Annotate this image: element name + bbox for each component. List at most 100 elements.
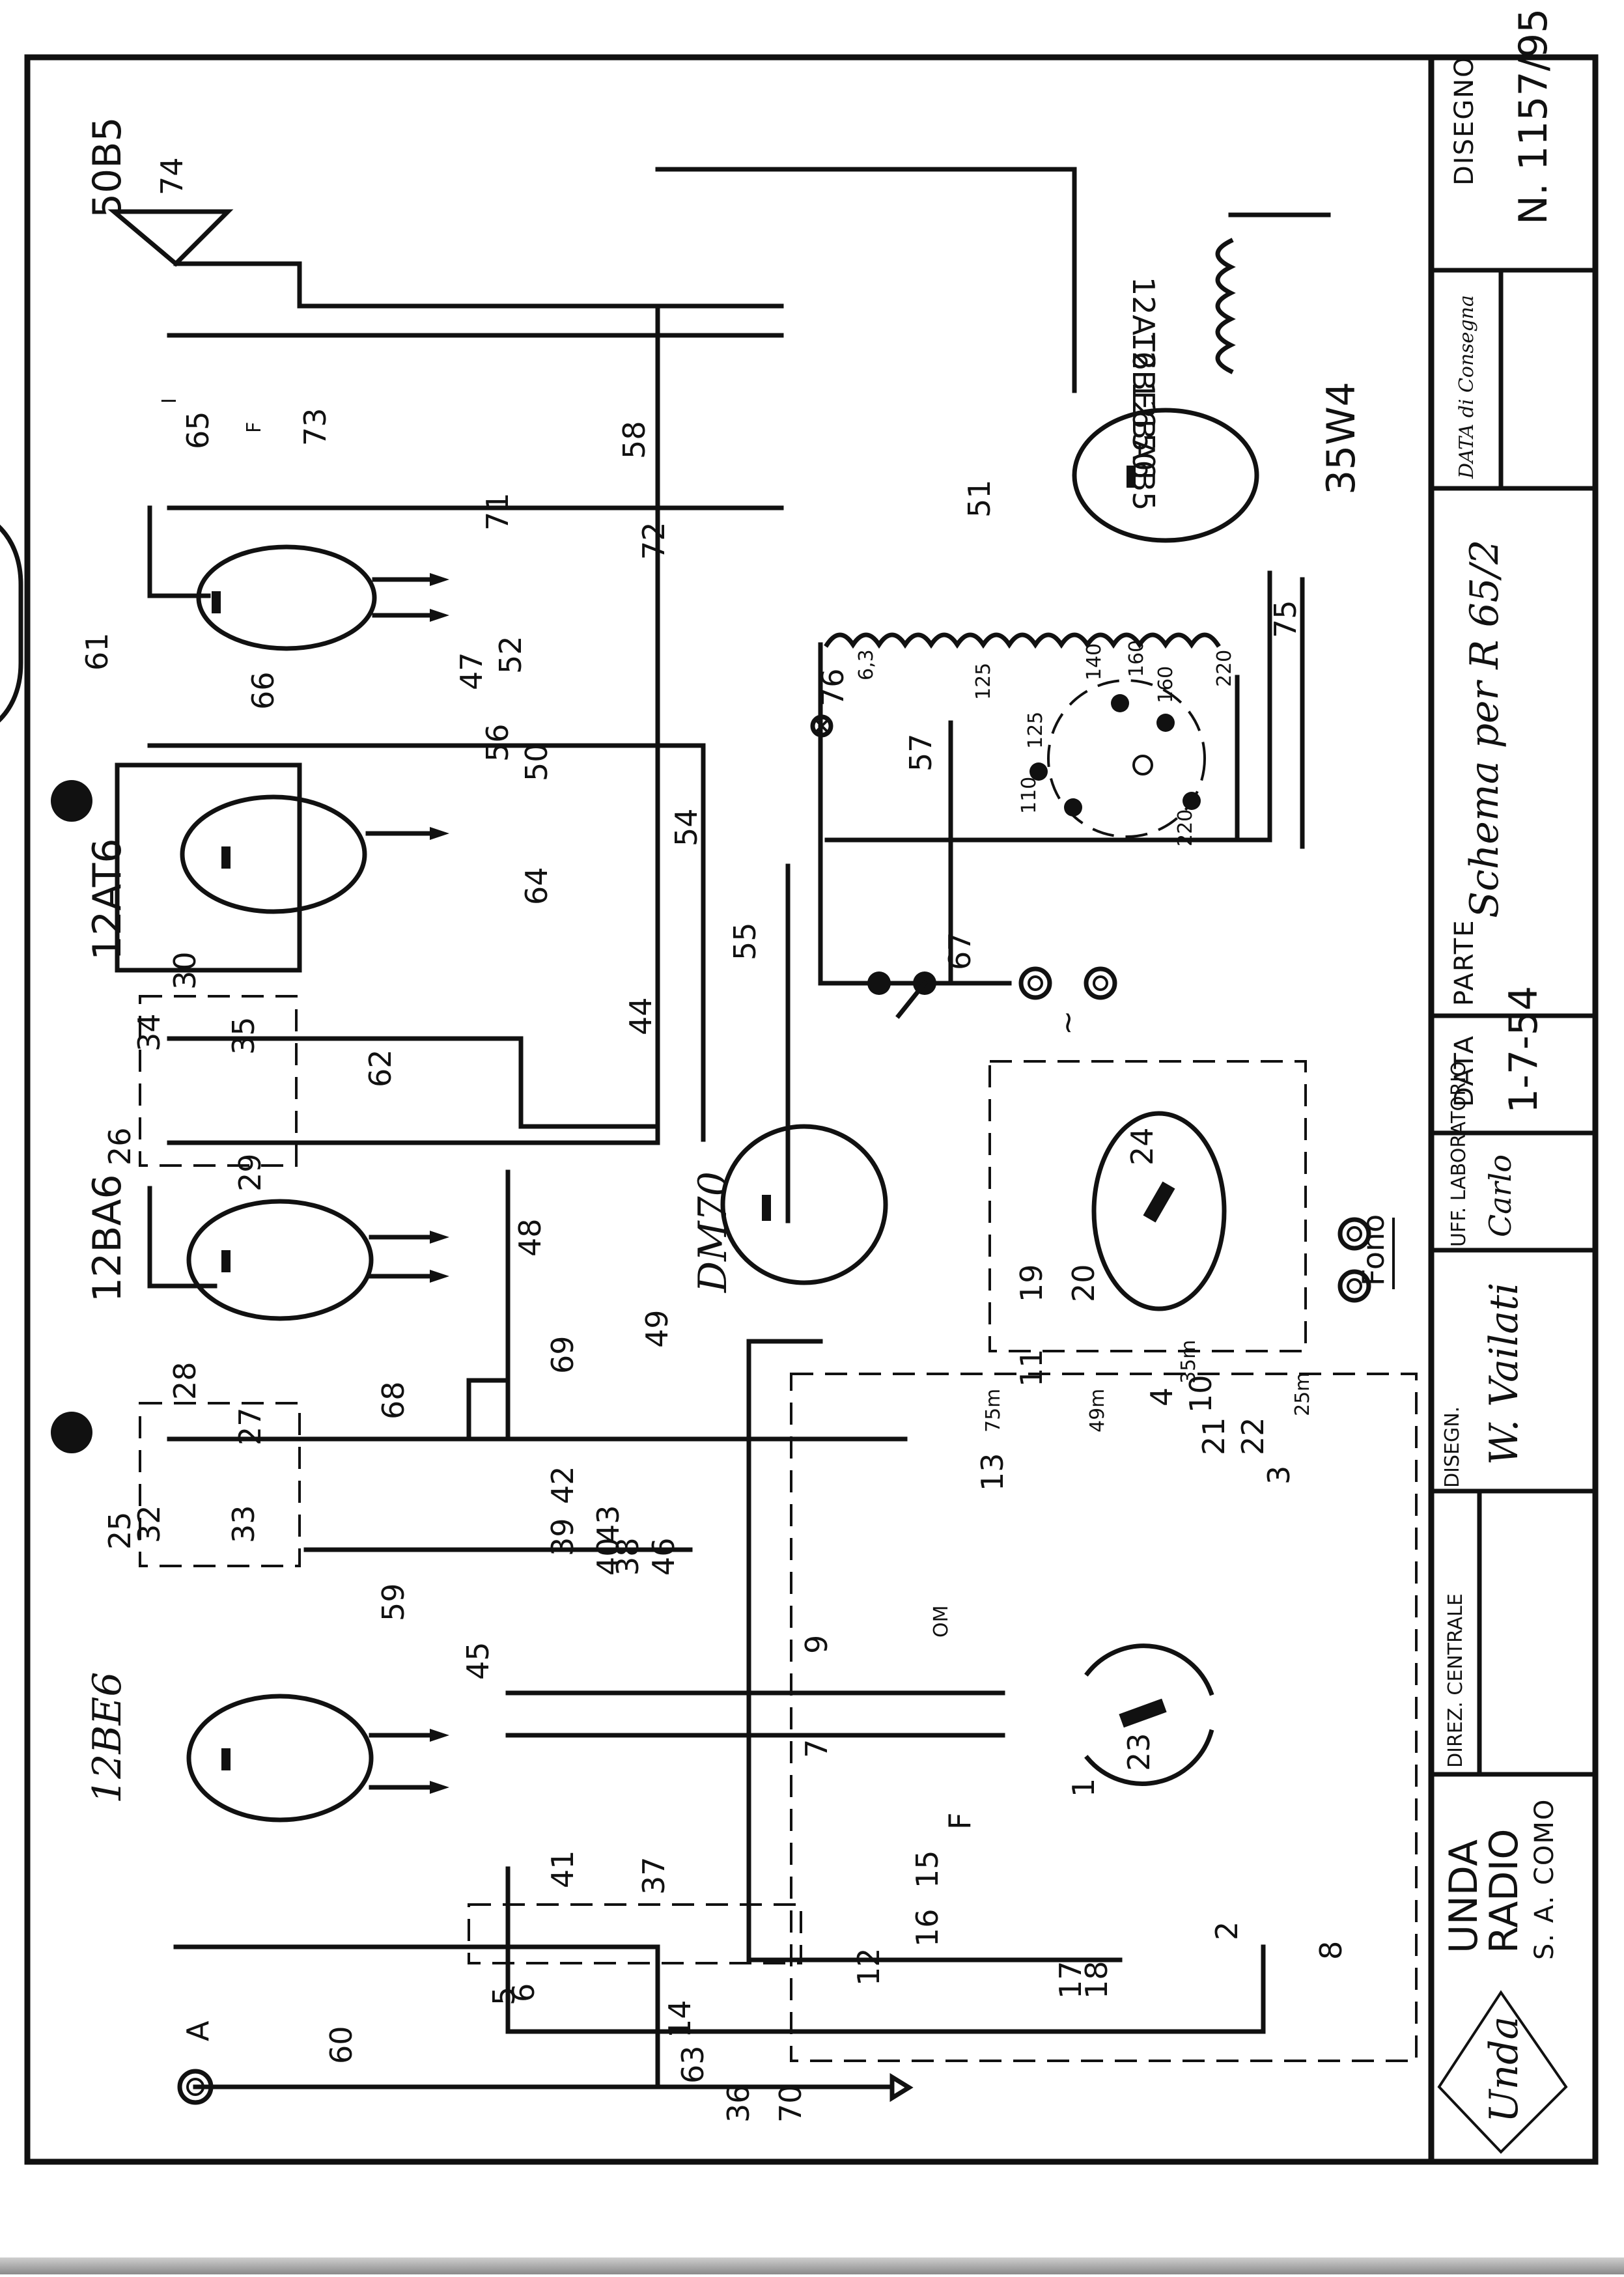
component-label-48: 48 <box>512 1218 548 1257</box>
uff-laboratorio-label: UFF. LABORATORIO <box>1448 1061 1470 1247</box>
tube-label-12at6: 12AT6 <box>85 838 130 960</box>
component-label-49: 49 <box>639 1309 675 1348</box>
component-label-52: 52 <box>493 636 528 674</box>
component-label-6: 6 <box>506 1983 541 2002</box>
component-label-59: 59 <box>376 1583 411 1621</box>
disegnatore-signature: W. Vailati <box>1481 1283 1527 1465</box>
component-label-60: 60 <box>324 2026 359 2064</box>
label-if-26: 26 <box>102 1127 137 1166</box>
company-location: S. A. COMO <box>1530 1798 1560 1960</box>
pilot-lamp-76: 76 <box>810 668 850 738</box>
selector-160: 160 <box>1155 666 1177 703</box>
component-label-19: 19 <box>1014 1264 1049 1302</box>
unda-logo-text: Unda <box>1481 2017 1527 2123</box>
drawing-border <box>24 54 1599 2165</box>
component-label-66: 66 <box>245 671 281 710</box>
component-label-38: 38 <box>610 1537 645 1576</box>
disegno-label: DISEGNO <box>1449 55 1479 186</box>
component-label-11: 11 <box>1014 1348 1049 1387</box>
component-label-71: 71 <box>480 492 515 531</box>
heater-chain: 12AT6 12BE6 12BA6 50B5 <box>1126 212 1331 510</box>
mains-symbol: ~ <box>1050 1010 1085 1035</box>
company-name-line2: RADIO <box>1481 1829 1527 1953</box>
component-label-18: 18 <box>1079 1961 1114 1999</box>
power-transformer-75: 75 6,3 125 160 220 <box>824 600 1303 700</box>
power-switch-contact <box>867 971 891 995</box>
component-label-10: 10 <box>1183 1375 1218 1413</box>
tap-125: 125 <box>972 663 995 700</box>
label-73: 73 <box>298 408 333 446</box>
component-label-55: 55 <box>727 922 763 960</box>
power-switch-lever[interactable] <box>895 980 928 1019</box>
component-label-70: 70 <box>773 2084 808 2123</box>
component-label-36: 36 <box>721 2084 756 2123</box>
component-labels: 6789101112132728293059606162636465666768… <box>79 411 1349 2123</box>
component-label-28: 28 <box>167 1362 203 1400</box>
band-om: OM <box>930 1606 953 1638</box>
data-consegna-label: DATA di Consegna <box>1455 295 1478 479</box>
component-label-54: 54 <box>669 808 704 846</box>
tube-label-50b5: 50B5 <box>85 117 130 218</box>
component-label-69: 69 <box>545 1335 580 1374</box>
data-label: DATA <box>1449 1035 1479 1107</box>
component-label-42: 42 <box>545 1466 580 1504</box>
label-fono: Fono <box>1356 1214 1391 1286</box>
tube-dm70 <box>720 1124 888 1285</box>
phono-connector[interactable]: Fono <box>1337 1214 1395 1303</box>
heater-label-12be6: 12BE6 <box>1126 332 1161 428</box>
component-label-67: 67 <box>942 932 977 970</box>
component-label-57: 57 <box>903 733 938 772</box>
voltage-selector[interactable]: 110 125 140 160 220 <box>1018 643 1206 846</box>
speaker-74: 74 73 F I <box>107 157 333 446</box>
antenna-connector[interactable]: A <box>177 2020 216 2105</box>
heater-label-12ba6: 12BA6 <box>1126 381 1161 479</box>
tap-6-3: 6,3 <box>855 649 878 680</box>
label-75: 75 <box>1268 600 1303 638</box>
component-label-37: 37 <box>636 1856 671 1895</box>
uff-laboratorio-signature: Carlo <box>1483 1154 1518 1237</box>
component-label-8: 8 <box>1313 1941 1349 1960</box>
component-label-65: 65 <box>180 411 216 449</box>
band-25m: 25m <box>1291 1373 1314 1416</box>
tube-35w4 <box>1072 408 1259 543</box>
component-label-14: 14 <box>662 2000 697 2038</box>
ground-triangle <box>766 2073 914 2102</box>
label-if-25: 25 <box>102 1511 137 1550</box>
component-label-56: 56 <box>480 723 515 762</box>
component-label-50: 50 <box>519 743 554 781</box>
tube-label-12be6: 12BE6 <box>85 1672 130 1804</box>
selector-140: 140 <box>1083 643 1106 680</box>
phono-switch-24[interactable]: 24 <box>1091 1111 1227 1311</box>
component-label-30: 30 <box>167 951 203 990</box>
component-label-58: 58 <box>617 421 652 459</box>
wiring <box>115 167 1305 2089</box>
component-label-4: 4 <box>1144 1388 1179 1406</box>
component-label-29: 29 <box>232 1153 268 1192</box>
component-label-17: 17 <box>1053 1961 1088 1999</box>
direz-centrale-label: DIREZ. CENTRALE <box>1444 1593 1467 1768</box>
label-24: 24 <box>1125 1127 1160 1166</box>
component-label-3: 3 <box>1261 1466 1296 1485</box>
tube-50b5-body <box>196 544 449 651</box>
company-name: UNDA <box>1441 1839 1487 1953</box>
component-label-40: 40 <box>591 1537 626 1576</box>
label-76: 76 <box>815 668 850 706</box>
component-label-22: 22 <box>1235 1417 1270 1455</box>
component-label-20: 20 <box>1066 1264 1101 1302</box>
label-tap-f: F <box>243 422 266 433</box>
selector-220: 220 <box>1174 809 1197 846</box>
component-label-39: 39 <box>545 1518 580 1556</box>
tube-12at6 <box>180 794 449 914</box>
tube-label-12ba6: 12BA6 <box>85 1174 130 1302</box>
component-label-34: 34 <box>132 1013 167 1052</box>
component-label-62: 62 <box>363 1049 398 1087</box>
mains-connector[interactable]: ~ <box>867 966 1117 1035</box>
wave-switch-23[interactable]: 23 OM 75m 49m 35m 25m <box>930 1340 1314 1786</box>
registration-dot <box>51 780 92 822</box>
component-label-2: 2 <box>1209 1921 1244 1940</box>
component-label-27: 27 <box>232 1407 268 1446</box>
data-value: 1-7-54 <box>1501 986 1547 1113</box>
component-label-61: 61 <box>79 632 115 671</box>
title-block: DISEGNO N. 1157/95 DATA di Consegna Sche… <box>1429 8 1598 2154</box>
